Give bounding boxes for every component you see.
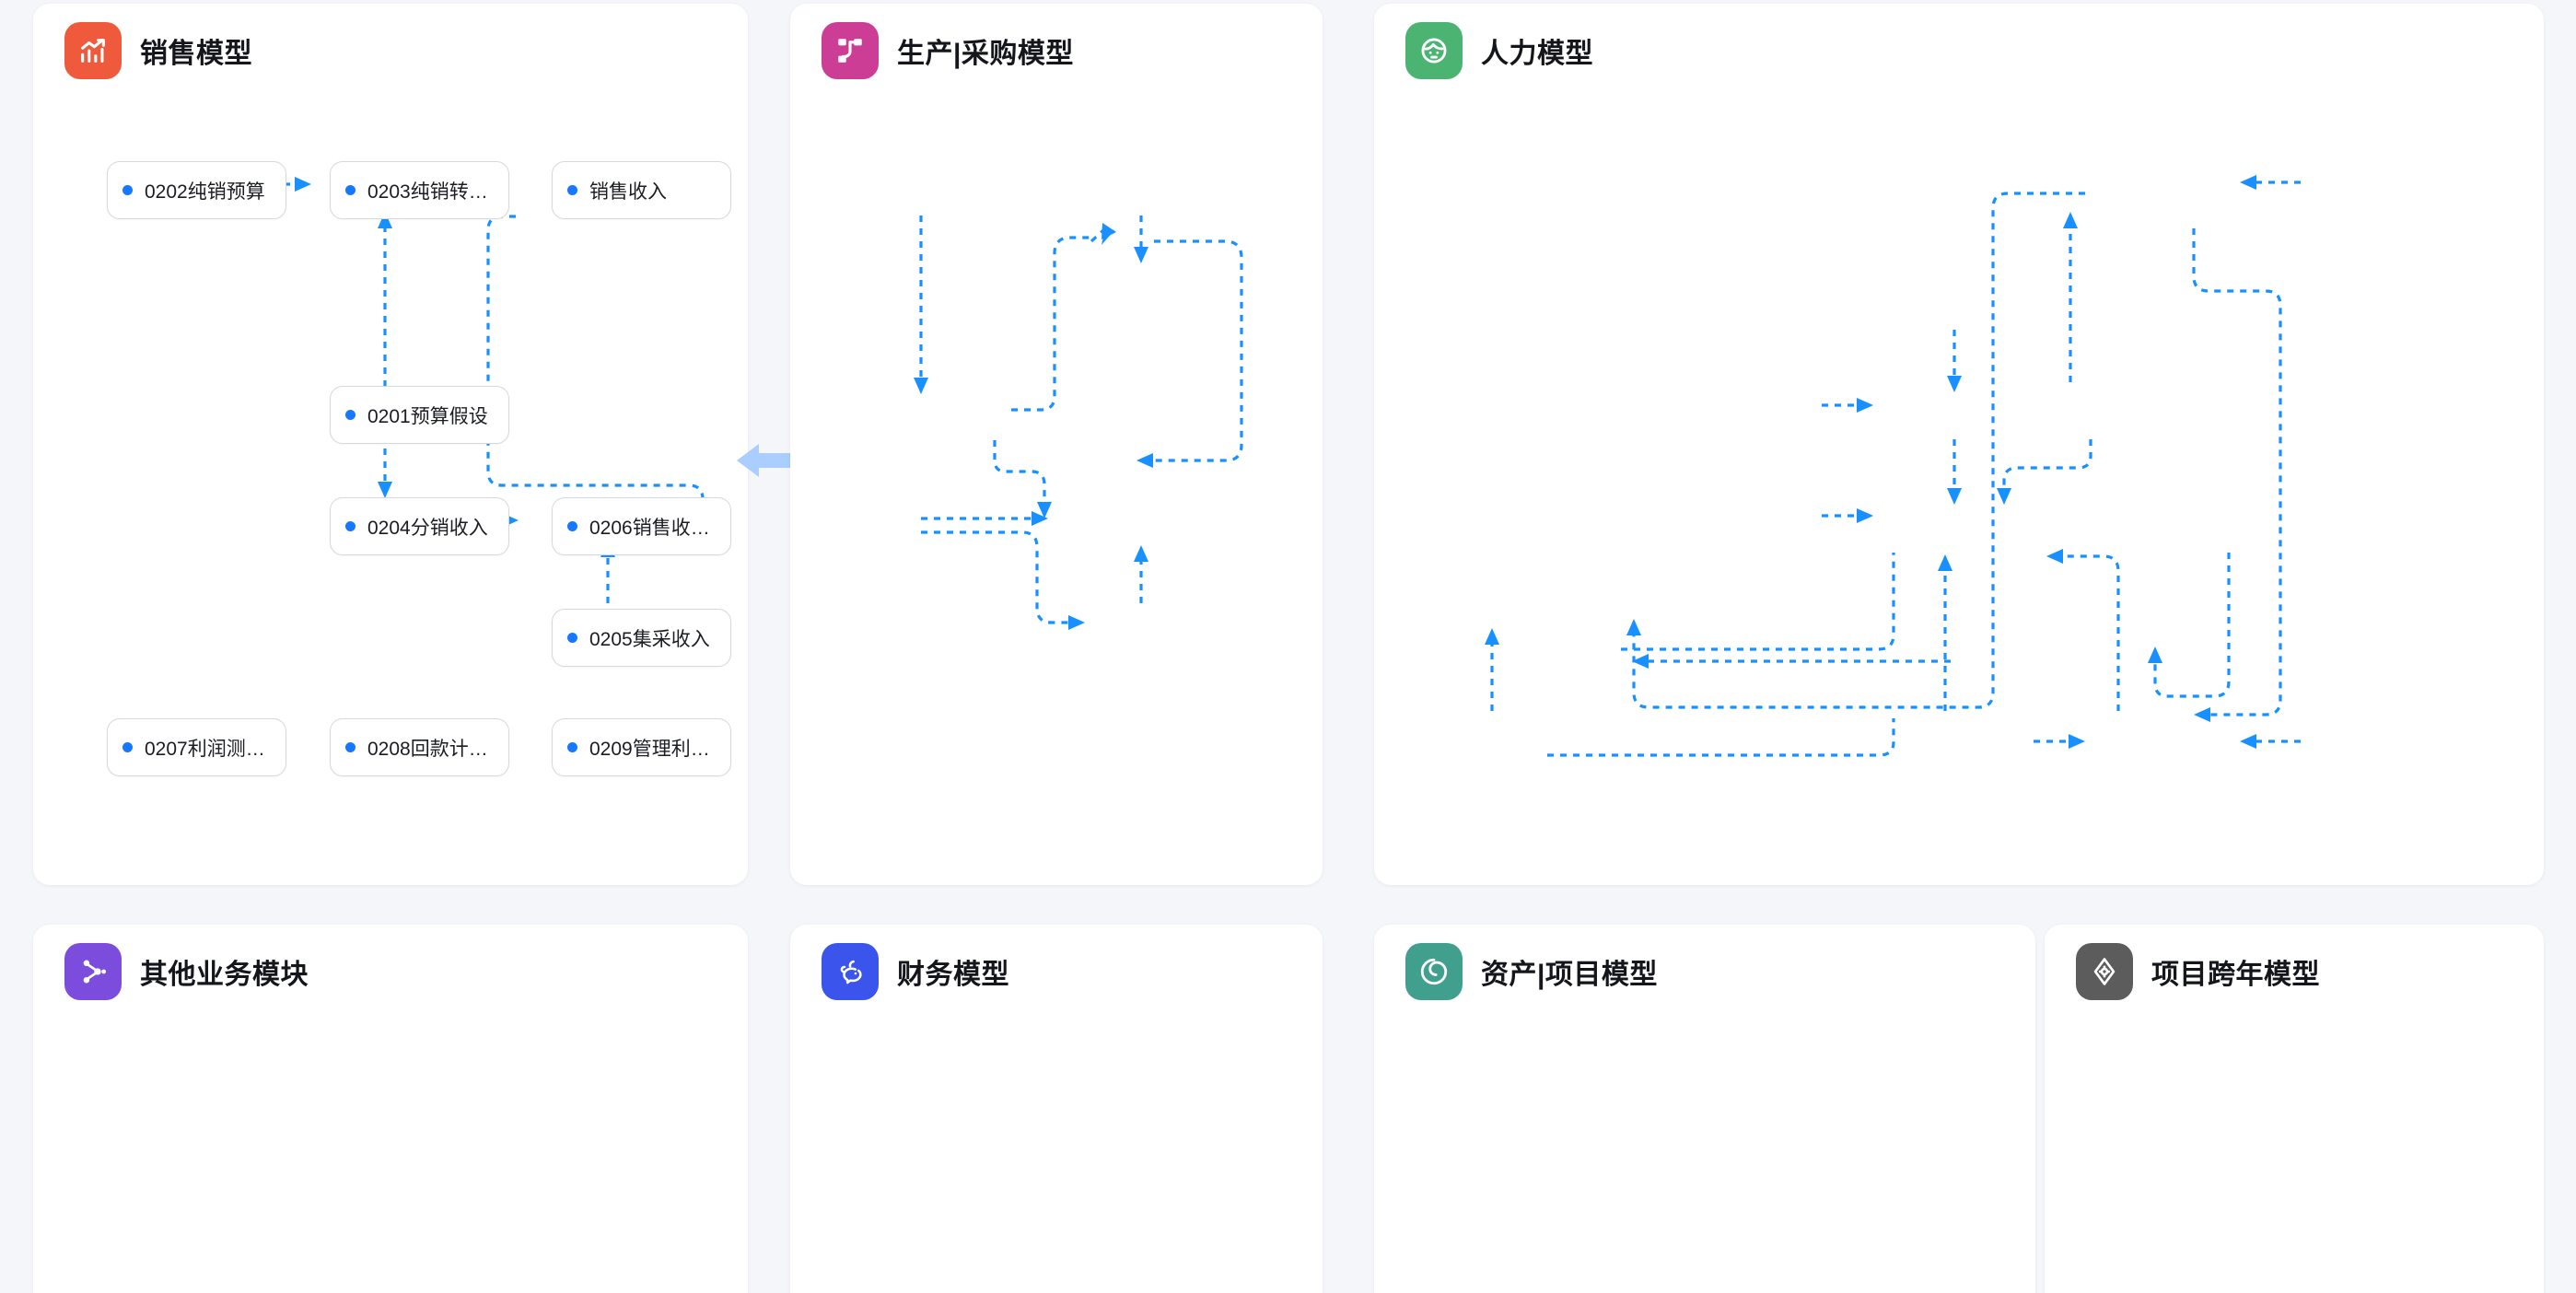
card-title-hr: 人力模型	[1481, 39, 1593, 69]
node-0204[interactable]: 0204分销收入	[330, 497, 509, 555]
card-other-business[interactable]: 其他业务模块 0701财务费用 0702税金及附加 0703应交税费 0704其…	[33, 925, 748, 1293]
node-bullet	[567, 185, 577, 195]
node-bullet	[345, 521, 356, 531]
node-0205[interactable]: 0205集采收入	[552, 609, 731, 667]
node-bullet	[122, 185, 133, 195]
card-header-asset-project: 资产|项目模型	[1405, 943, 1658, 1000]
piggy-bank-icon	[822, 943, 879, 1000]
card-title-finance: 财务模型	[897, 960, 1009, 990]
card-title-other-business: 其他业务模块	[140, 960, 309, 990]
card-cross-year-project[interactable]: 项目跨年模型 项目跨年模型	[2045, 925, 2544, 1293]
card-title-production: 生产|采购模型	[897, 39, 1074, 69]
diamond-icon	[2076, 943, 2133, 1000]
card-title-asset-project: 资产|项目模型	[1481, 960, 1658, 990]
node-bullet	[567, 633, 577, 643]
node-bullet	[567, 521, 577, 531]
node-0207[interactable]: 0207利润测算表	[107, 718, 286, 776]
arrow-left-icon	[737, 440, 794, 485]
card-title-cross-year-project: 项目跨年模型	[2151, 960, 2320, 990]
share-nodes-icon	[64, 943, 122, 1000]
node-0203[interactable]: 0203纯销转收入	[330, 161, 509, 219]
node-0208[interactable]: 0208回款计划表	[330, 718, 509, 776]
person-face-icon	[1405, 22, 1463, 79]
card-sales[interactable]: 销售模型 0202纯销预算 02	[33, 4, 748, 885]
card-header-hr: 人力模型	[1405, 22, 1593, 79]
node-0206[interactable]: 0206销售收入…	[552, 497, 731, 555]
card-production[interactable]: 生产|采购模型	[790, 4, 2023, 885]
card-header-cross-year-project: 项目跨年模型	[2076, 943, 2320, 1000]
clock-spiral-icon	[1405, 943, 1463, 1000]
node-bullet	[345, 742, 356, 752]
node-0201[interactable]: 0201预算假设	[330, 386, 509, 444]
card-header-other-business: 其他业务模块	[64, 943, 309, 1000]
node-sales-revenue[interactable]: 销售收入	[552, 161, 731, 219]
node-bullet	[345, 185, 356, 195]
card-title-sales: 销售模型	[140, 39, 252, 69]
card-hr[interactable]: 人力模型	[1374, 4, 2544, 885]
card-header-production: 生产|采购模型	[822, 22, 1074, 79]
node-0209[interactable]: 0209管理利润…	[552, 718, 731, 776]
node-0202[interactable]: 0202纯销预算	[107, 161, 286, 219]
node-bullet	[345, 410, 356, 420]
bar-chart-growth-icon	[64, 22, 122, 79]
node-bullet	[567, 742, 577, 752]
card-finance[interactable]: 财务模型 财务模型	[790, 925, 1323, 1293]
node-bullet	[122, 742, 133, 752]
card-header-sales: 销售模型	[64, 22, 252, 79]
sitemap-icon	[822, 22, 879, 79]
card-asset-project[interactable]: 资产|项目模型 资产预算 融资指标 投资预算	[1374, 925, 2035, 1293]
card-header-finance: 财务模型	[822, 943, 1009, 1000]
